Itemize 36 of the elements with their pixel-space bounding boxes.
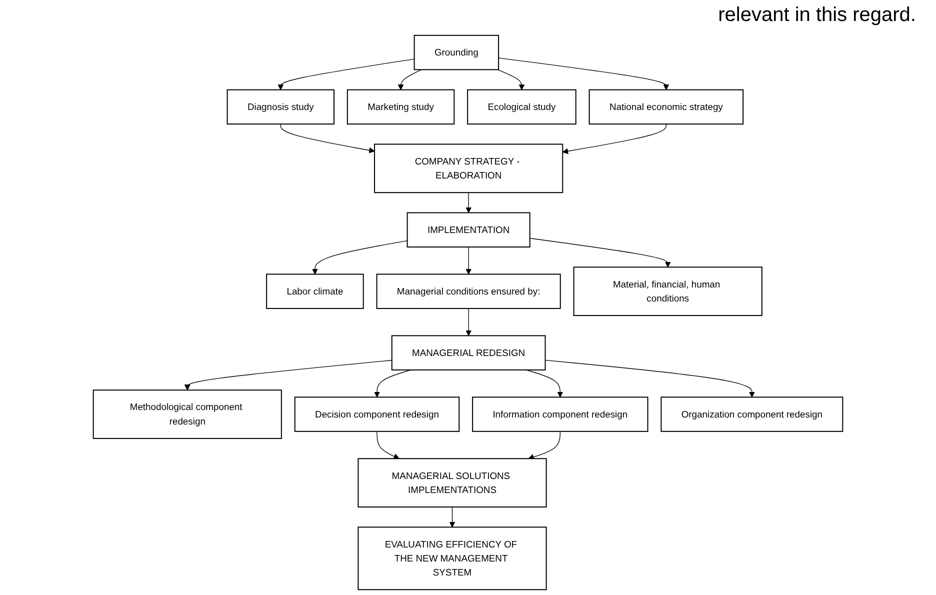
arrow xyxy=(376,431,400,460)
node-box: Methodological component redesign xyxy=(92,390,282,439)
arrow xyxy=(526,370,564,398)
arrow xyxy=(497,69,525,90)
node-box: National economic strategy xyxy=(588,89,744,125)
arrow xyxy=(562,124,666,154)
node-box: Information component redesign xyxy=(472,396,648,432)
arrow xyxy=(544,360,755,398)
arrow xyxy=(528,431,560,460)
node-box: Diagnosis study xyxy=(226,89,334,125)
node-box: Ecological study xyxy=(467,89,576,125)
arrow xyxy=(466,308,472,336)
node-box: Decision component redesign xyxy=(294,396,460,432)
arrow xyxy=(280,124,375,154)
arrow xyxy=(466,246,472,274)
node-box: Material, financial, human conditions xyxy=(573,266,762,316)
node-box: IMPLEMENTATION xyxy=(406,212,530,248)
node-box: MANAGERIAL REDESIGN xyxy=(391,335,546,370)
note-text: relevant in this regard. xyxy=(718,4,916,27)
arrow xyxy=(278,58,415,90)
arrow xyxy=(184,360,392,390)
node-box: EVALUATING EFFICIENCY OF THE NEW MANAGEMENT SYSTEM xyxy=(358,526,547,590)
node-box: Marketing study xyxy=(346,89,455,125)
arrow xyxy=(374,370,412,398)
arrow xyxy=(449,506,456,528)
node-box: Managerial conditions ensured by: xyxy=(376,274,561,309)
node-box: MANAGERIAL SOLUTIONS IMPLEMENTATIONS xyxy=(358,458,547,508)
arrow xyxy=(498,58,670,90)
node-box: Organization component redesign xyxy=(660,396,844,432)
arrow xyxy=(398,69,422,90)
node-box: Labor climate xyxy=(266,274,364,309)
arrow xyxy=(466,192,472,213)
node-box: COMPANY STRATEGY - ELABORATION xyxy=(374,144,564,194)
arrow xyxy=(312,240,408,274)
node-box: Grounding xyxy=(414,34,500,70)
arrow xyxy=(530,238,671,268)
